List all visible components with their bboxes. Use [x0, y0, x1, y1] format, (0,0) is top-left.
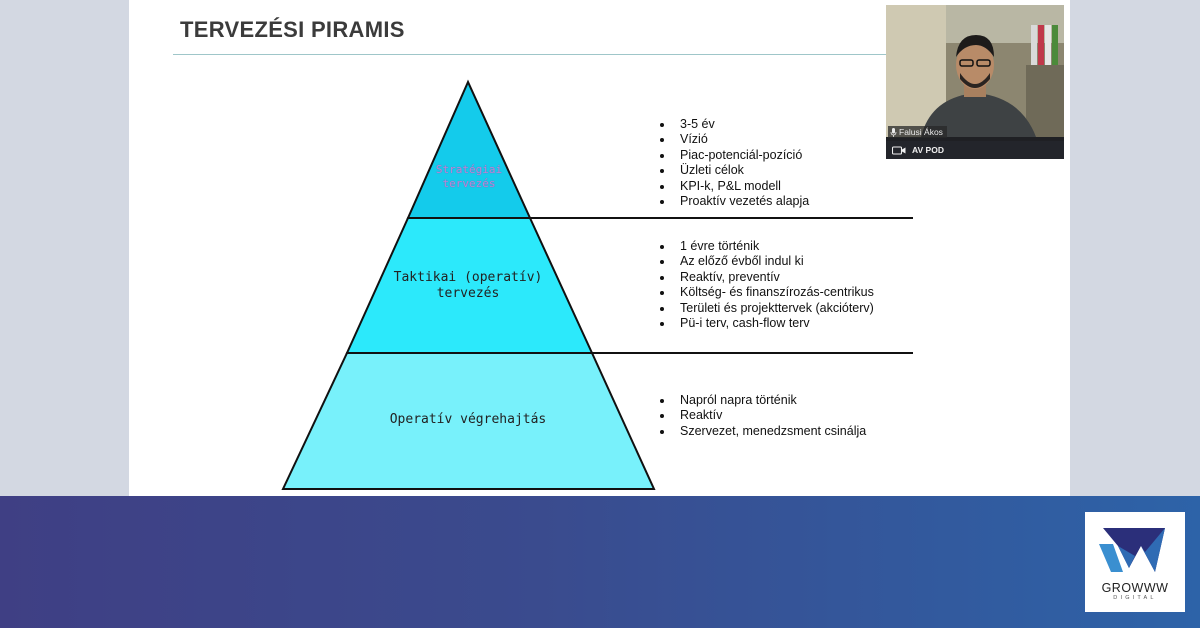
participant-name-tag: Falusi Ákos	[888, 126, 947, 138]
tier-label-line: Operatív végrehajtás	[389, 412, 547, 427]
bullet-item: Vízió	[657, 132, 809, 147]
bullet-item: Költség- és finanszírozás-centrikus	[657, 285, 874, 300]
branding-footer-band	[0, 496, 1200, 628]
slide-title: TERVEZÉSI PIRAMIS	[180, 17, 405, 42]
growww-logo: GROWWW DIGITAL	[1085, 512, 1185, 612]
planning-pyramid	[281, 79, 913, 490]
tier-label-line: tervezés	[436, 286, 500, 301]
bullet-item: KPI-k, P&L modell	[657, 179, 809, 194]
title-divider	[173, 54, 893, 55]
bullet-item: Proaktív vezetés alapja	[657, 194, 809, 209]
pyramid-tier-strategic	[406, 79, 532, 219]
tactical-bullet-list: 1 évre történik Az előző évből indul ki …	[657, 239, 874, 331]
tier-label-line: Taktikai (operatív)	[393, 270, 543, 285]
webcam-video-feed	[886, 5, 1064, 137]
bullet-item: Piac-potenciál-pozíció	[657, 148, 809, 163]
logo-wordmark: GROWWW	[1101, 581, 1169, 595]
growww-logo-mark	[1099, 528, 1165, 572]
bullet-item: 1 évre történik	[657, 239, 874, 254]
bullet-item: 3-5 év	[657, 117, 809, 132]
tier-label-operational: Operatív végrehajtás	[338, 412, 598, 427]
tier-label-line: Stratégiai	[435, 163, 503, 176]
pyramid-tier-operational	[281, 352, 656, 490]
bullet-item: Pü-i terv, cash-flow terv	[657, 316, 874, 331]
bullet-item: Szervezet, menedzsment csinálja	[657, 424, 866, 439]
tier-label-line: tervezés	[442, 177, 496, 190]
microphone-icon	[890, 127, 897, 137]
stream-label: AV POD	[912, 145, 944, 155]
participant-name: Falusi Ákos	[899, 127, 943, 137]
bullet-item: Üzleti célok	[657, 163, 809, 178]
bullet-item: Reaktív, preventív	[657, 270, 874, 285]
video-camera-icon[interactable]	[892, 145, 906, 155]
webcam-tile[interactable]: Falusi Ákos AV POD	[886, 5, 1064, 159]
logo-subtext: DIGITAL	[1113, 595, 1157, 601]
webcam-status-bar: AV POD	[886, 141, 1064, 159]
bullet-item: Reaktív	[657, 408, 866, 423]
bullet-item: Az előző évből indul ki	[657, 254, 874, 269]
bullet-item: Napról napra történik	[657, 393, 866, 408]
bullet-item: Területi és projekttervek (akcióterv)	[657, 301, 874, 316]
operational-bullet-list: Napról napra történik Reaktív Szervezet,…	[657, 393, 866, 439]
tier-label-strategic: Stratégiai tervezés	[408, 163, 530, 191]
tier-label-tactical: Taktikai (operatív) tervezés	[368, 270, 568, 302]
strategic-bullet-list: 3-5 év Vízió Piac-potenciál-pozíció Üzle…	[657, 117, 809, 209]
